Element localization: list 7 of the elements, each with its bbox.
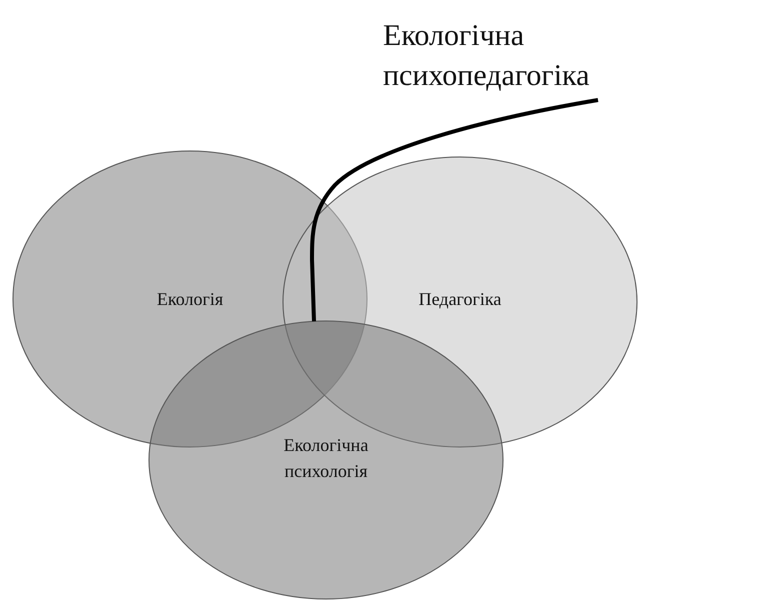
set-label: Екологічна психологія	[282, 434, 370, 483]
set-label: Екологія	[156, 288, 224, 311]
overlap-region	[286, 321, 364, 396]
leader-line	[310, 98, 598, 322]
callout-label: Екологічна психопедагогіка	[383, 18, 590, 94]
venn-circle	[148, 320, 504, 600]
set-label: Педагогіка	[418, 288, 502, 311]
